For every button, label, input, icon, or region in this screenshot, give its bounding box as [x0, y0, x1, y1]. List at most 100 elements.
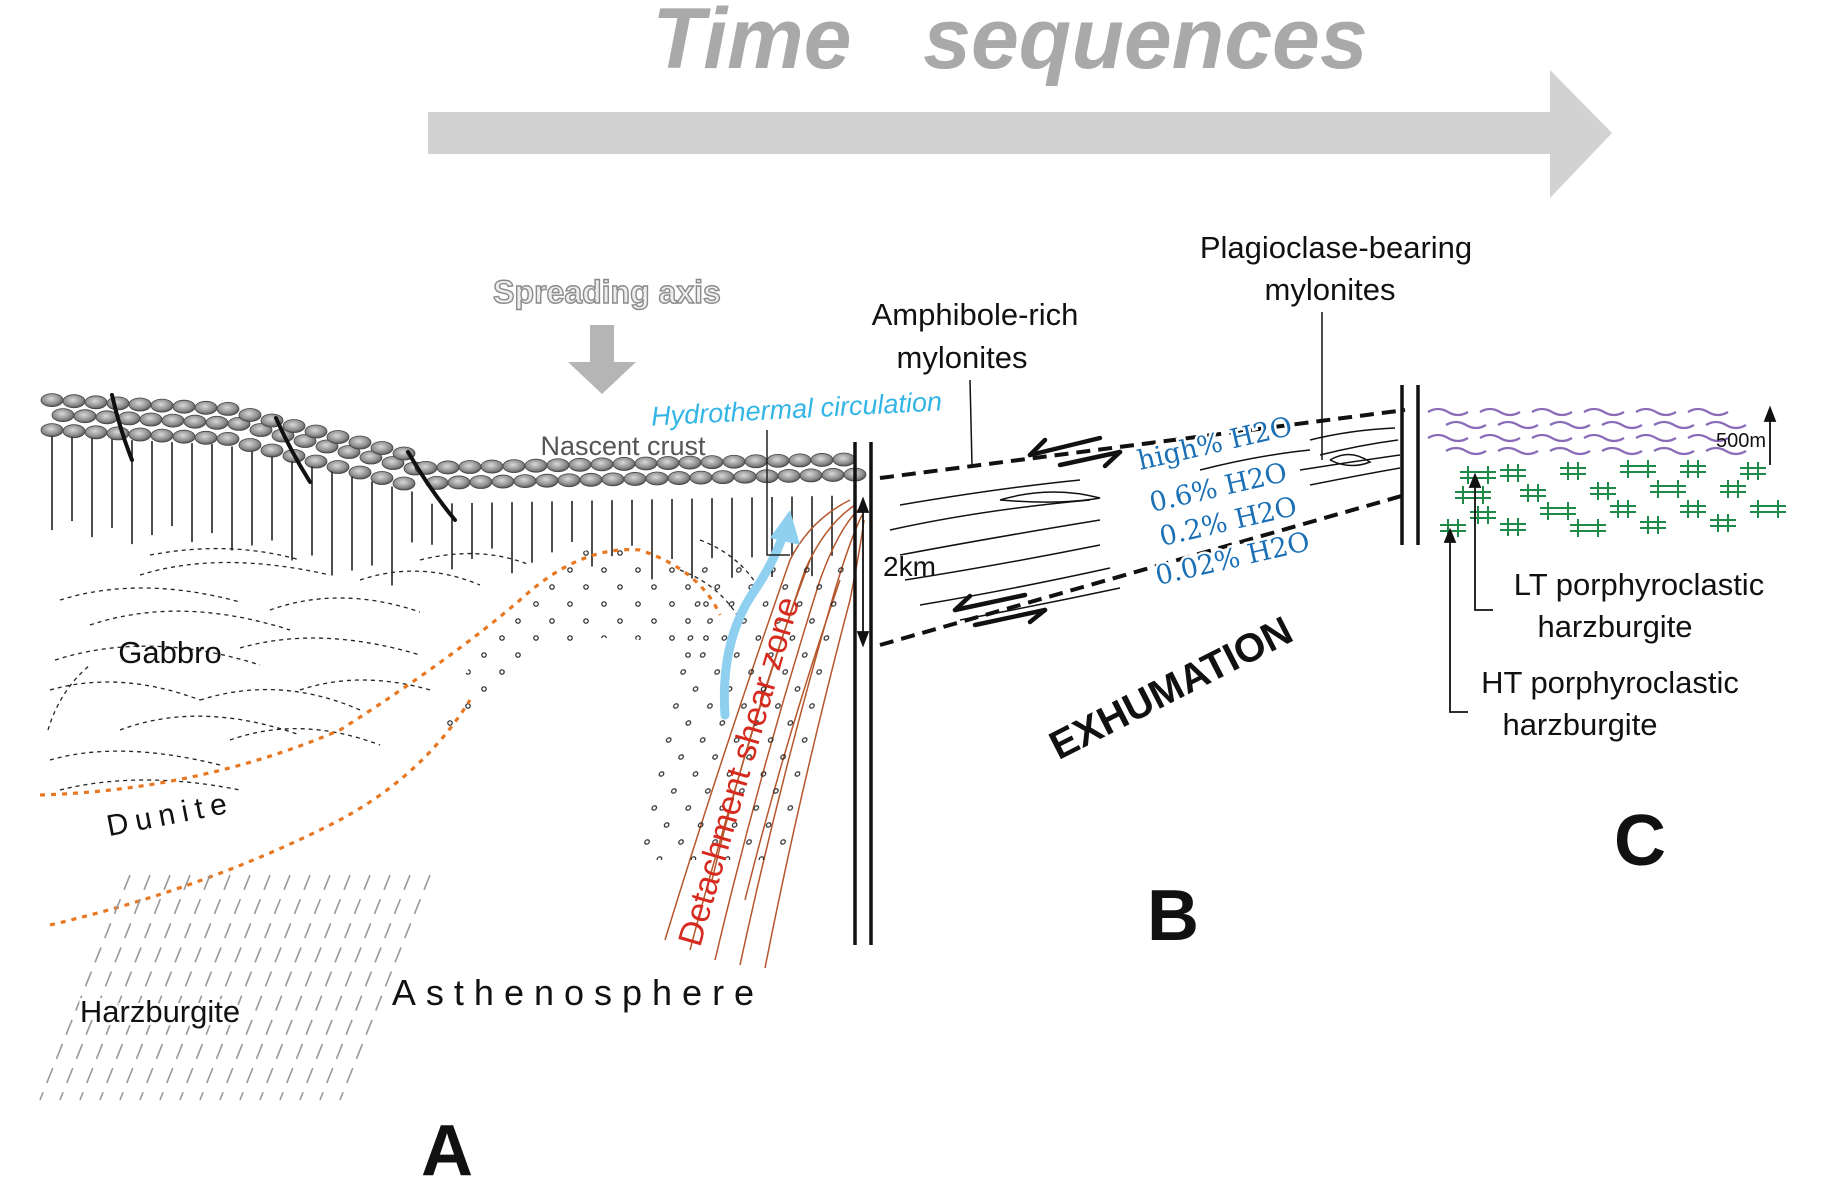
pillow	[183, 414, 207, 429]
pillow-wave	[1445, 420, 1487, 430]
pillow	[106, 396, 130, 411]
pillow	[238, 438, 262, 452]
pillow-wave	[1601, 420, 1643, 430]
pillow	[832, 452, 856, 467]
pillow	[150, 398, 174, 413]
pillow	[502, 459, 526, 474]
hydrothermal-label: Hydrothermal circulation	[650, 386, 942, 431]
scale-2km-label: 2km	[883, 551, 936, 582]
exhumation-label: EXHUMATION	[1043, 608, 1300, 768]
harzburgite-dash	[159, 874, 251, 1101]
pillow	[458, 460, 482, 474]
pillow-wave	[1531, 407, 1573, 417]
panel-label-c: C	[1614, 801, 1666, 881]
hydrothermal-arrow	[719, 525, 790, 720]
ht-leader	[1443, 527, 1468, 713]
pillow	[84, 395, 108, 410]
pillow-wave	[1705, 446, 1747, 456]
harzburgite-dash	[139, 874, 231, 1101]
harzburgite-dash	[259, 874, 351, 1101]
panel-label-b: B	[1147, 876, 1199, 956]
pillow-wave	[1635, 433, 1677, 443]
pillow	[733, 469, 757, 484]
pillow	[326, 430, 350, 444]
pillow	[370, 471, 394, 485]
water-content-labels: high% H2O 0.6% H2O 0.2% H2O 0.02% H2O	[1132, 409, 1315, 595]
pillow	[293, 434, 317, 448]
pillow	[711, 470, 735, 485]
hydrothermal-arrowhead	[770, 510, 800, 545]
pillow	[150, 428, 174, 443]
pillow	[480, 459, 504, 474]
harzburgite-dash	[319, 874, 411, 1101]
scale-500m-label: 500m	[1716, 430, 1766, 452]
pillow	[194, 400, 218, 415]
pillow-wave	[1479, 433, 1521, 443]
asthenosphere-plume	[440, 545, 720, 760]
pillow-wave	[1705, 420, 1747, 430]
harzburgite-dash	[279, 874, 371, 1101]
pillow	[766, 453, 790, 468]
harzburgite-dash	[179, 874, 271, 1101]
pillow	[40, 423, 64, 438]
shear-sense-arrows	[952, 435, 1123, 628]
asthenosphere-label: Asthenosphere	[392, 972, 764, 1013]
pillow	[392, 476, 416, 491]
pillow	[535, 473, 559, 488]
amphibole-label-1: Amphibole-rich	[872, 297, 1079, 332]
pillow	[513, 474, 537, 489]
hydrothermal-leader	[766, 430, 790, 556]
pillow	[777, 468, 801, 483]
pillow	[359, 450, 383, 465]
time-title: Time sequences	[652, 0, 1367, 87]
amphibole-label-2: mylonites	[897, 340, 1028, 375]
pillow-wave	[1479, 407, 1521, 417]
pillow	[557, 473, 581, 488]
harzburgite-dash	[339, 874, 431, 1101]
pillow	[326, 460, 350, 474]
plagioclase-label-2: mylonites	[1265, 272, 1396, 307]
pillow	[667, 471, 691, 485]
plagioclase-label-1: Plagioclase-bearing	[1200, 230, 1472, 265]
lt-label-2: harzburgite	[1537, 609, 1692, 644]
lt-leader	[1468, 472, 1493, 611]
divider-ab	[853, 442, 873, 945]
pillow-wave	[1687, 407, 1729, 417]
pillow	[491, 474, 515, 489]
pillow	[84, 425, 108, 440]
pillow	[337, 445, 361, 459]
harzburgite-dashed-texture	[39, 874, 431, 1101]
pillow	[799, 468, 823, 483]
pillow-wave	[1687, 433, 1729, 443]
pillow	[304, 424, 328, 439]
pillow-wave	[1427, 433, 1469, 443]
spreading-axis-label: Spreading axis	[493, 274, 721, 310]
pillow	[62, 424, 86, 439]
pillow	[469, 475, 493, 489]
pillow	[315, 439, 339, 454]
pillow	[194, 430, 218, 445]
pillow	[601, 472, 625, 487]
harzburgite-dash	[79, 874, 171, 1101]
pillow-wave	[1583, 407, 1625, 417]
shear-zone-dots	[632, 560, 846, 860]
pillow	[172, 399, 196, 414]
pillow-wave	[1427, 407, 1469, 417]
pillow	[282, 419, 306, 433]
pillow	[128, 397, 152, 412]
mylonite-wedge-boundaries	[879, 408, 1406, 647]
ht-label-2: harzburgite	[1502, 707, 1657, 742]
pillow	[62, 394, 86, 409]
nascent-crust-label: Nascent crust	[540, 431, 706, 461]
pillow-wave	[1531, 433, 1573, 443]
pillow	[205, 415, 229, 430]
pillow	[370, 441, 394, 455]
pillow	[304, 454, 328, 469]
pillow	[238, 408, 262, 422]
scale-500m	[1763, 405, 1777, 465]
amphibole-leader	[969, 379, 973, 466]
pillow	[436, 460, 460, 475]
normal-faults	[110, 393, 457, 522]
pillow	[139, 412, 163, 427]
pillow	[249, 423, 273, 437]
